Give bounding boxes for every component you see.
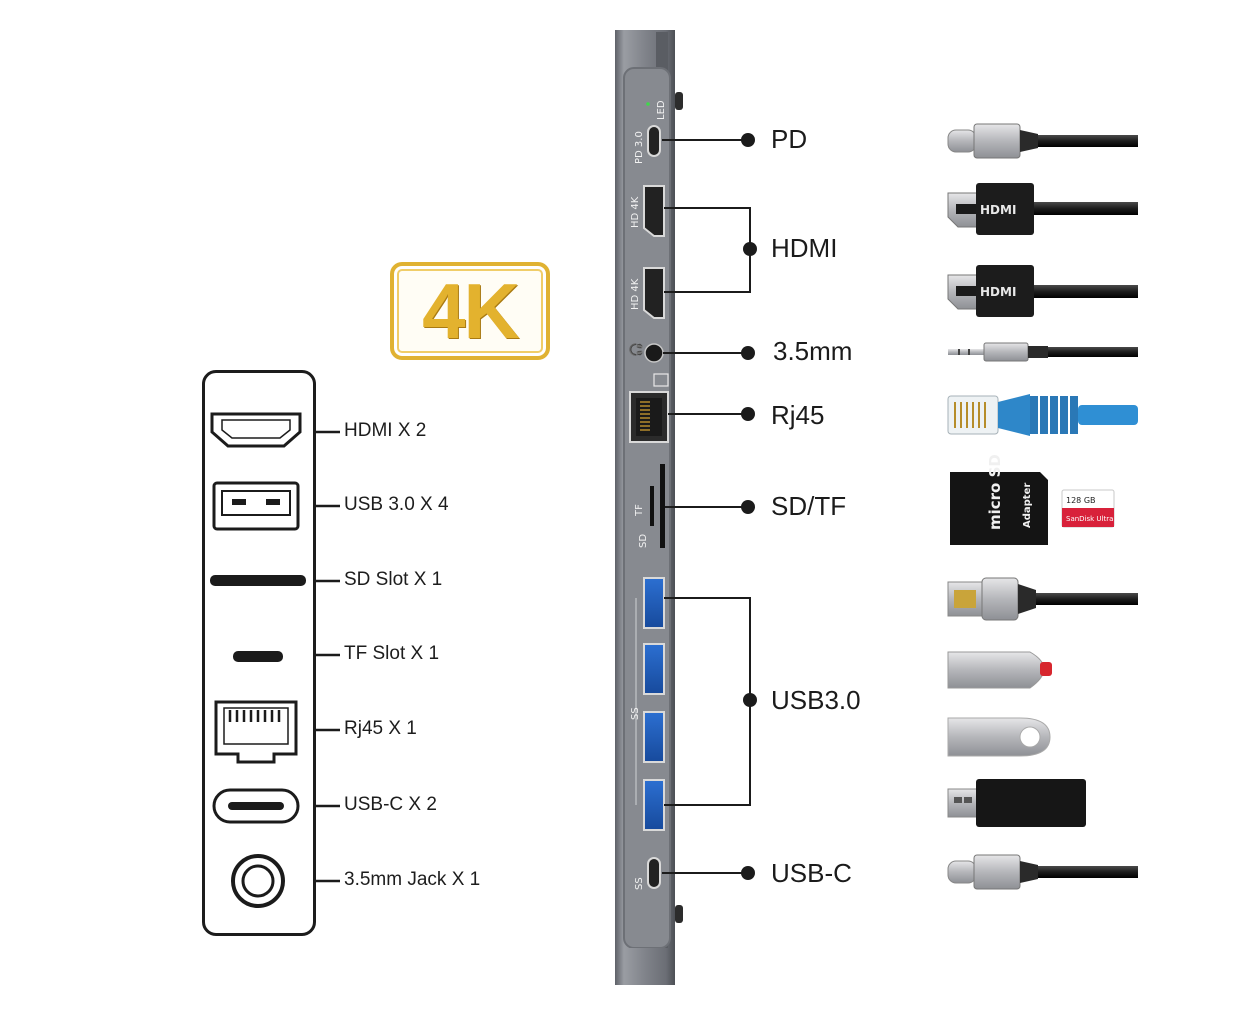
legend-label-usbc: USB-C X 2 [344,794,437,815]
hub-rj45-port [629,373,669,443]
audio-cable-icon [948,342,1138,362]
legend-label-jack: 3.5mm Jack X 1 [344,869,481,890]
callout-rj45: Rj45 [771,400,825,430]
rj45-port-icon [214,700,298,764]
hub-usb3-ports [635,577,665,831]
card-capacity: 128 GB [1066,496,1096,505]
usb-a-port-icon [212,481,300,531]
callout-usb3: USB3.0 [771,685,861,715]
callout-pd: PD [771,124,808,154]
legend-label-usb3: USB 3.0 X 4 [344,494,449,515]
hub-sd-slot [660,464,665,548]
legend-label-tf: TF Slot X 1 [344,643,440,664]
hdmi-cable-icon: HDMI [947,265,1138,317]
micro-sd-card-icon: 128 GB SanDisk Ultra [1061,489,1115,528]
sd-card-icon: micro SD Adapter [950,454,1048,545]
hub-label-tf: TF [634,504,645,517]
usb-flash-drive-icon [947,651,1052,689]
hub-label-pd: PD 3.0 [634,131,645,164]
hub-label-sd: SD [638,534,649,548]
hub-label-hd2: HD 4K [630,278,641,310]
headset-icon: 🎧 [629,342,643,357]
4k-badge: 4K [390,262,550,360]
hdmi-port-icon [210,412,302,448]
callout-usbc: USB-C [771,858,852,888]
usb-wireless-dongle-icon [947,779,1086,827]
hub-tf-slot [650,486,654,526]
usb-c-port-icon [212,788,300,824]
ethernet-cable-icon [947,394,1138,436]
card-brand: SanDisk Ultra [1066,515,1113,523]
legend-label-hdmi: HDMI X 2 [344,420,427,441]
legend-label-rj45: Rj45 X 1 [344,718,417,739]
hub-usbc-port [647,857,661,889]
usb-c-cable-icon [947,123,1138,159]
hub-label-ss-usbc: SS [634,877,645,890]
hub-hdmi-port-1 [643,185,665,237]
4k-badge-text: 4K [422,267,520,355]
microsd-text: micro SD [986,454,1004,530]
audio-jack-icon [231,854,285,908]
hub-label-ss-usb: SS [630,707,641,720]
legend-leader-lines [316,430,340,883]
callout-dots [741,133,757,880]
usb-c-cable-icon [947,854,1138,890]
hdmi-plug-text-1: HDMI [980,203,1016,217]
legend-label-sd: SD Slot X 1 [344,569,443,590]
hub-label-led: LED [656,100,667,120]
usb-flash-drive-keyring-icon [947,717,1051,757]
hub-hdmi-port-2 [643,267,665,319]
hdmi-cable-icon: HDMI [947,183,1138,235]
sd-slot-icon [210,575,306,586]
adapter-text: Adapter [1022,483,1033,528]
callout-audio: 3.5mm [773,336,853,366]
hub-label-hd1: HD 4K [630,196,641,228]
callout-hdmi: HDMI [771,233,838,263]
hub-pd-port [647,125,661,157]
hub-bottom-cap [615,948,675,985]
tf-slot-icon [233,651,283,662]
callout-sdtf: SD/TF [771,491,847,521]
usb-a-cable-icon [947,577,1138,621]
hdmi-plug-text-2: HDMI [980,285,1016,299]
